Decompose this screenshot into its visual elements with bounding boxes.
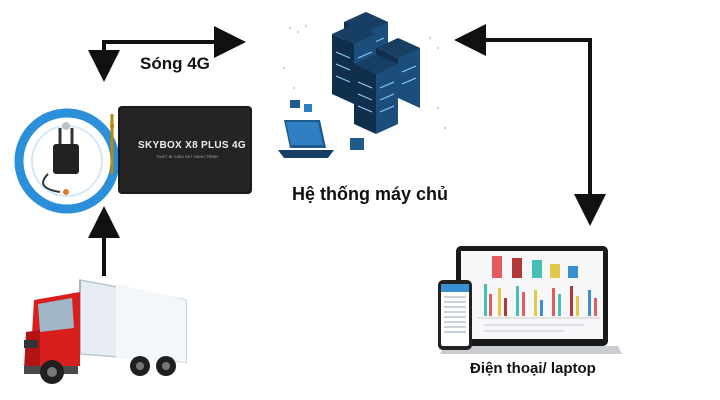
- floating-chip-icon: [290, 100, 364, 150]
- laptop-dashboard-icon: [438, 246, 622, 354]
- mini-laptop-icon: [278, 120, 334, 158]
- tracker-subtitle-label: THIẾT BỊ GIÁM SÁT HÀNH TRÌNH: [156, 154, 219, 159]
- tracker-brand-label: SKYBOX X8 PLUS 4G: [138, 140, 246, 151]
- dashboard-detail-chart: [478, 284, 600, 332]
- signal-arrow: [88, 26, 246, 82]
- antenna-ring-icon: [14, 108, 120, 214]
- gps-tracker-box-icon: SKYBOX X8 PLUS 4G THIẾT BỊ GIÁM SÁT HÀNH…: [108, 104, 256, 196]
- signal-label: Sóng 4G: [140, 54, 210, 73]
- server-system-label: Hệ thống máy chủ: [292, 184, 449, 204]
- phone-icon: [438, 280, 472, 350]
- dashboard-bars: [492, 256, 578, 278]
- server-laptop-arrow: [454, 24, 606, 226]
- server-block: [354, 54, 398, 134]
- server-stack-icon: [278, 12, 447, 158]
- phone-laptop-label: Điện thoại/ laptop: [470, 360, 596, 377]
- truck-icon: [24, 279, 187, 384]
